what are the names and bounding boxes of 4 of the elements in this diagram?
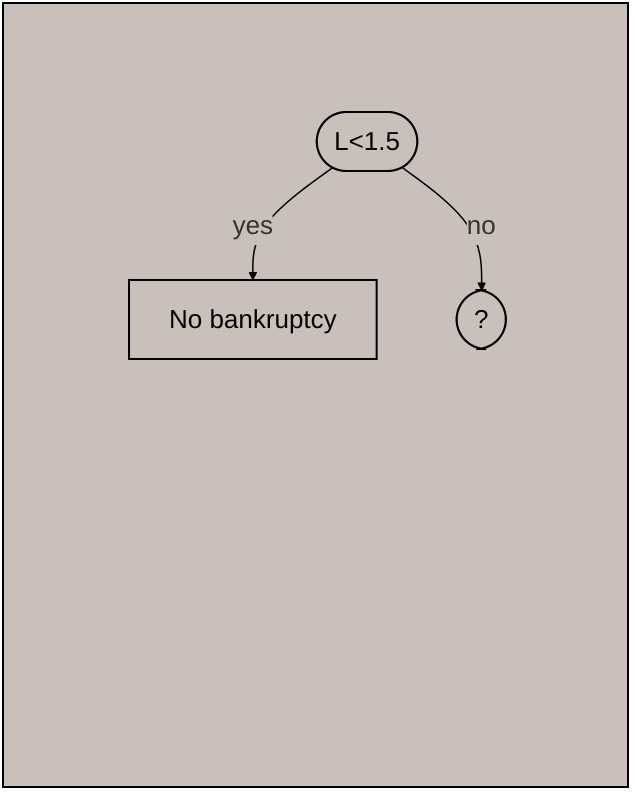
panel-background: yes no L<1.5 No bankruptcy ? bbox=[2, 2, 629, 788]
edge-label: yes bbox=[232, 210, 274, 240]
edge-label: no bbox=[466, 210, 496, 240]
node-box bbox=[128, 279, 378, 360]
